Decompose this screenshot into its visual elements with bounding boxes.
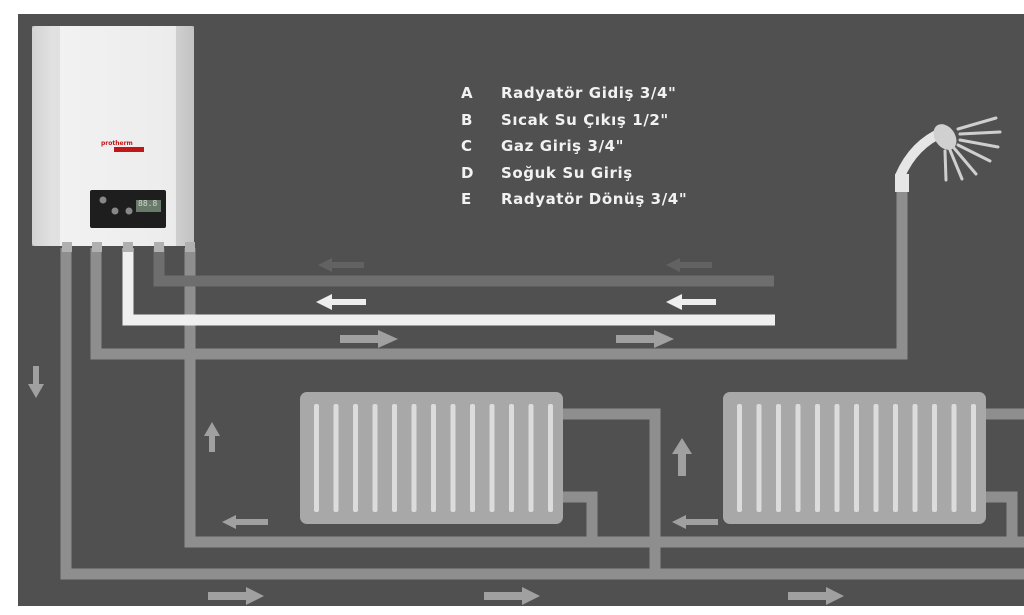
pipe-cold-water bbox=[153, 248, 774, 287]
flow-arrow-left-icon bbox=[672, 515, 718, 529]
legend-label: Soğuk Su Giriş bbox=[501, 163, 633, 182]
flow-arrow-up-icon bbox=[204, 422, 220, 452]
radiator-fin bbox=[795, 404, 801, 512]
pipe-radiator1-outlet bbox=[563, 491, 598, 542]
legend-item: D Soğuk Su Giriş bbox=[461, 160, 687, 187]
radiator-fin bbox=[372, 404, 378, 512]
boiler-brand-label: protherm bbox=[101, 140, 133, 147]
flow-arrow-left-icon bbox=[222, 515, 268, 529]
radiator-fin bbox=[528, 404, 534, 512]
radiator-fin bbox=[411, 404, 417, 512]
legend-letter: D bbox=[461, 163, 475, 182]
legend-item: E Radyatör Dönüş 3/4" bbox=[461, 186, 687, 213]
flow-arrow-up-icon bbox=[672, 438, 692, 476]
legend-letter: A bbox=[461, 84, 474, 102]
flow-arrow-left-icon bbox=[666, 258, 712, 272]
pipe-radiator2-outlet bbox=[986, 491, 1018, 542]
radiator-fin bbox=[392, 404, 397, 512]
boiler-knob bbox=[111, 207, 119, 215]
pipe-radiator-return bbox=[60, 248, 1024, 580]
radiator-fin bbox=[489, 404, 495, 512]
radiator-2 bbox=[723, 392, 986, 524]
pipe-network bbox=[60, 192, 1024, 580]
radiator-fin bbox=[737, 404, 742, 512]
radiator-1 bbox=[300, 392, 563, 524]
diagram-canvas: protherm 88.8 A Radyatör Gidiş 3/4" B Sı… bbox=[18, 14, 1024, 606]
radiator-fin bbox=[893, 404, 898, 512]
radiator-fin bbox=[854, 404, 859, 512]
radiator-fin bbox=[756, 404, 762, 512]
flow-arrow-right-icon bbox=[788, 587, 844, 605]
pipe-hot-water bbox=[90, 192, 908, 360]
radiator-fin bbox=[548, 404, 553, 512]
shower-head-icon bbox=[895, 116, 1002, 192]
radiator-fin bbox=[971, 404, 976, 512]
legend-item: A Radyatör Gidiş 3/4" bbox=[461, 80, 687, 107]
flow-arrow-right-icon bbox=[484, 587, 540, 605]
flow-arrow-left-icon bbox=[316, 294, 366, 310]
pipe-gas bbox=[122, 248, 775, 326]
radiator-fin bbox=[834, 404, 840, 512]
radiator-fin bbox=[873, 404, 879, 512]
flow-arrow-right-icon bbox=[616, 330, 674, 348]
radiator-fin bbox=[951, 404, 957, 512]
radiator-fin bbox=[431, 404, 436, 512]
legend-letter: B bbox=[461, 110, 474, 129]
plumbing-diagram bbox=[28, 26, 1024, 605]
radiator-fin bbox=[912, 404, 918, 512]
pipe-radiator-flow bbox=[184, 248, 1024, 548]
radiator-fin bbox=[932, 404, 937, 512]
legend-label: Sıcak Su Çıkış 1/2" bbox=[501, 110, 669, 129]
flow-arrow-right-icon bbox=[208, 587, 264, 605]
radiator-fin bbox=[353, 404, 358, 512]
brand-logo-bar bbox=[114, 147, 144, 152]
pipe-radiator1-inlet bbox=[563, 408, 661, 574]
flow-arrow-left-icon bbox=[666, 294, 716, 310]
radiator-fin bbox=[333, 404, 339, 512]
connection-legend: A Radyatör Gidiş 3/4" B Sıcak Su Çıkış 1… bbox=[461, 80, 687, 213]
radiator-fin bbox=[776, 404, 781, 512]
flow-arrow-right-icon bbox=[340, 330, 398, 348]
flow-arrow-left-icon bbox=[318, 258, 364, 272]
boiler-display-readout: 88.8 bbox=[138, 199, 158, 208]
legend-label: Gaz Giriş 3/4" bbox=[501, 137, 625, 155]
boiler-display-screen bbox=[136, 200, 161, 212]
boiler-icon bbox=[32, 26, 195, 252]
legend-item: B Sıcak Su Çıkış 1/2" bbox=[461, 107, 687, 134]
flow-arrows bbox=[28, 258, 844, 605]
boiler-knob bbox=[125, 207, 133, 215]
radiator-fin bbox=[470, 404, 475, 512]
legend-item: C Gaz Giriş 3/4" bbox=[461, 133, 687, 160]
flow-arrow-down-icon bbox=[28, 366, 44, 398]
radiator-fin bbox=[314, 404, 319, 512]
legend-letter: C bbox=[461, 137, 473, 155]
legend-letter: E bbox=[461, 190, 472, 208]
legend-label: Radyatör Dönüş 3/4" bbox=[501, 190, 688, 208]
radiator-fin bbox=[509, 404, 514, 512]
boiler-knob bbox=[99, 196, 107, 204]
radiator-fin bbox=[450, 404, 456, 512]
legend-label: Radyatör Gidiş 3/4" bbox=[501, 84, 677, 102]
radiator-fin bbox=[815, 404, 820, 512]
